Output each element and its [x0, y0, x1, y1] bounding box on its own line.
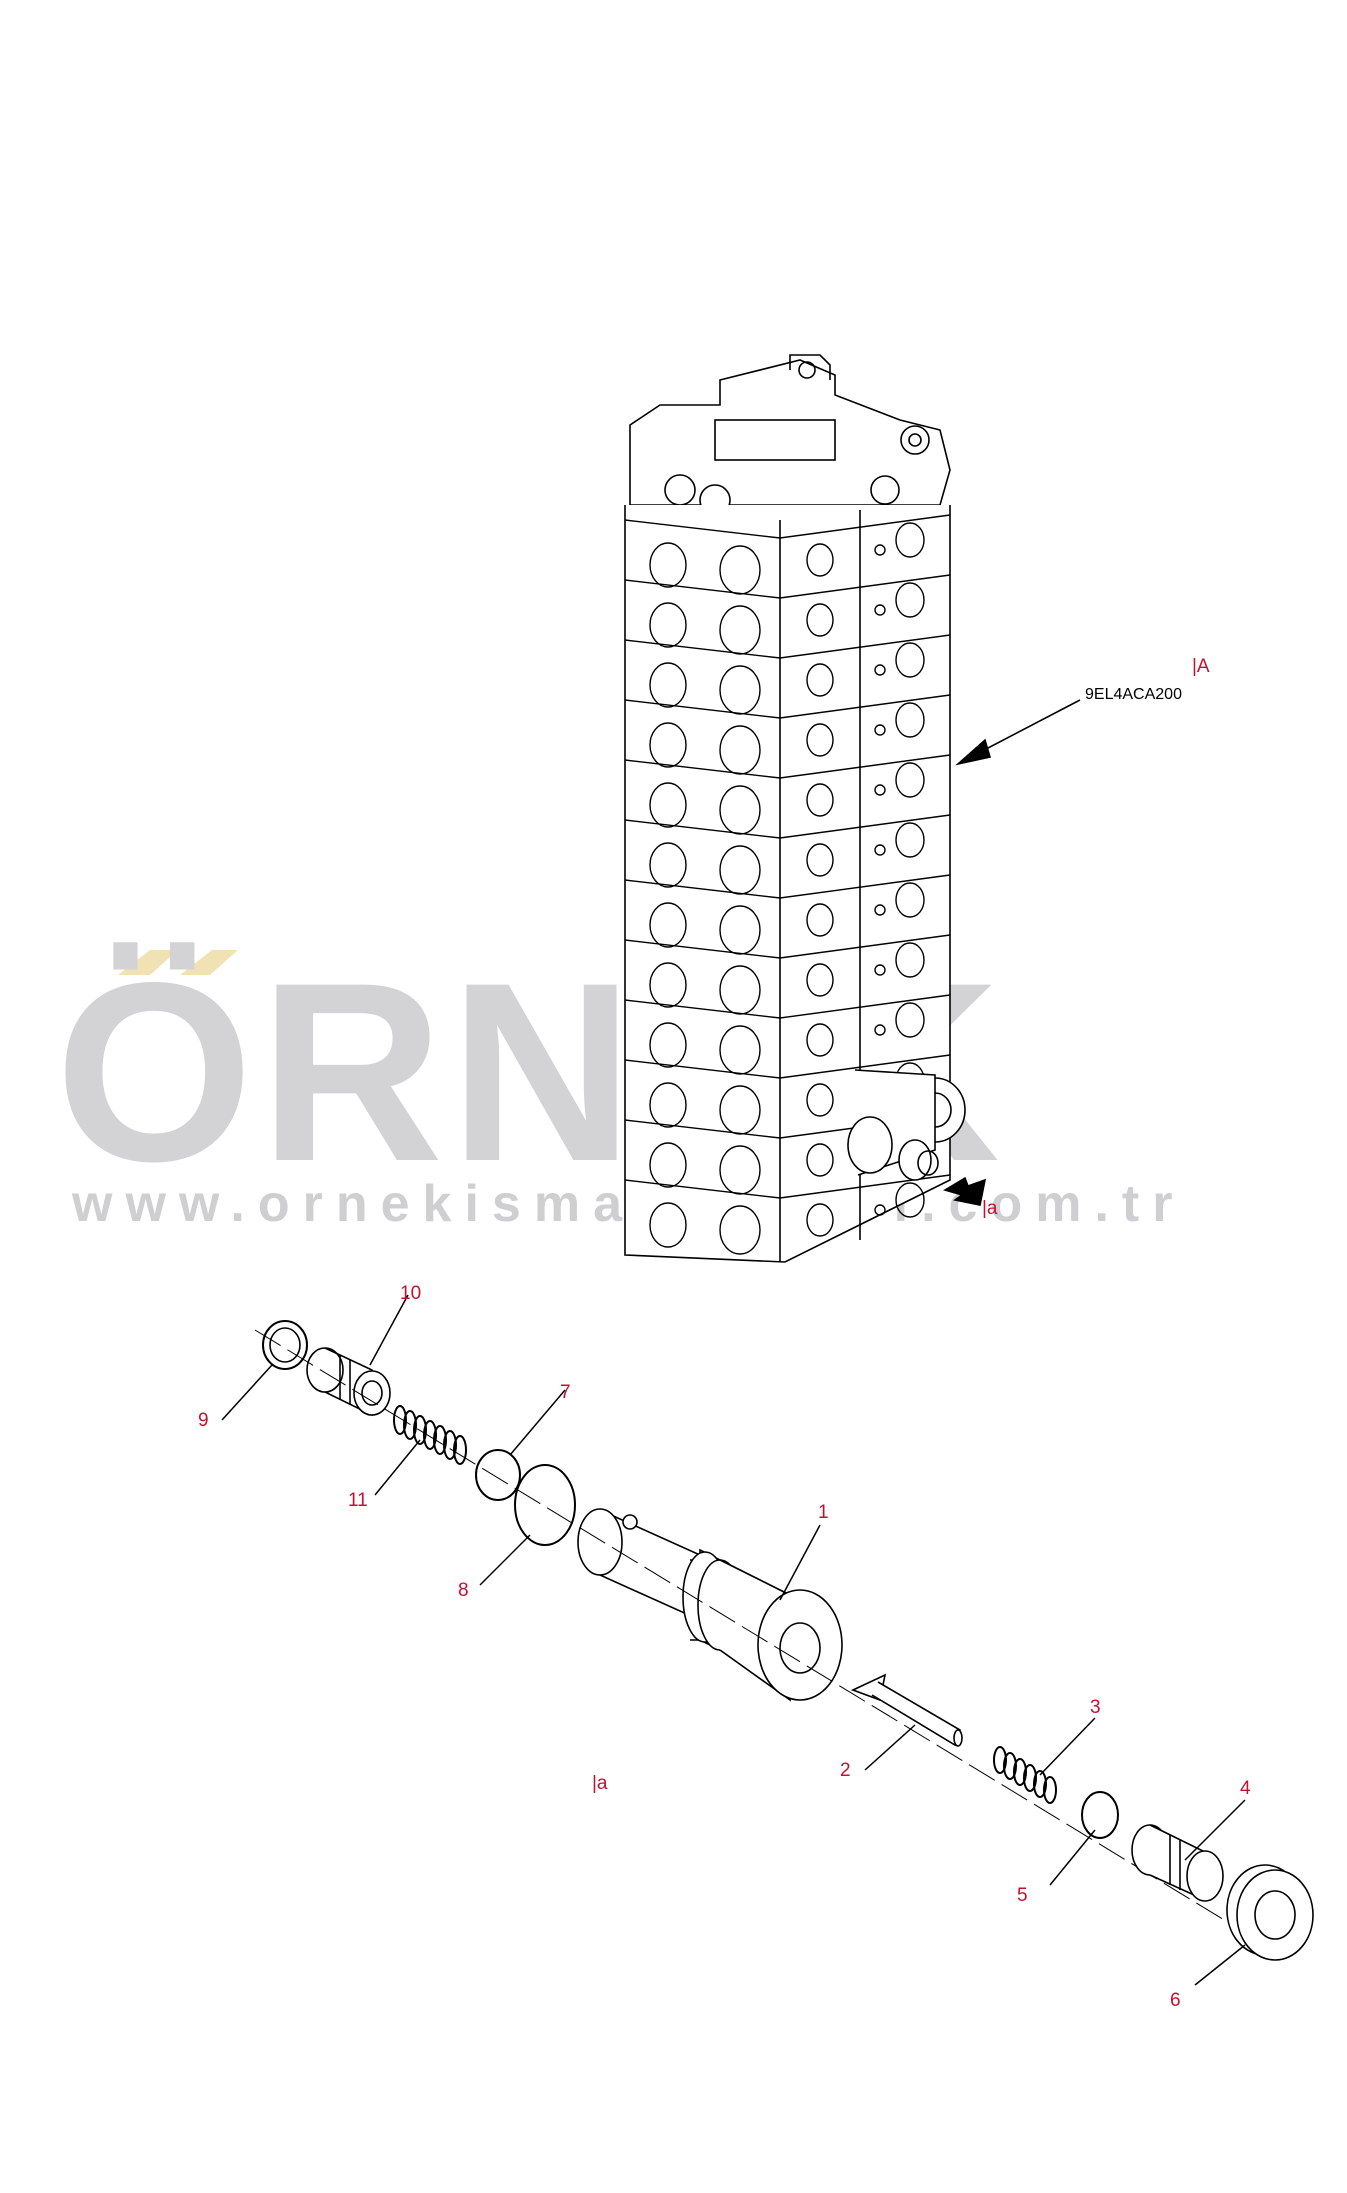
leader-lines — [221, 1294, 1246, 1986]
port-hole — [649, 1202, 687, 1248]
port-hole — [649, 842, 687, 888]
port-hole — [649, 602, 687, 648]
bolt-hole — [874, 784, 886, 796]
part-11-spring — [393, 1405, 467, 1465]
callout-5: 5 — [1017, 1885, 1028, 1906]
block-section-line — [624, 634, 951, 659]
bolt-hole — [874, 664, 886, 676]
part-8-oring — [514, 1464, 576, 1546]
port-hole — [806, 783, 834, 817]
section-a-code: 9EL4ACA200 — [1085, 686, 1182, 703]
port-hole — [895, 762, 925, 798]
view-a-label-upper: |a — [982, 1198, 998, 1219]
bolt-hole — [874, 964, 886, 976]
bolt-hole — [874, 1024, 886, 1036]
port-hole — [719, 1205, 761, 1255]
section-a-label: |A — [1192, 656, 1210, 677]
callout-3: 3 — [1090, 1697, 1101, 1718]
part-4-plug — [1131, 1824, 1224, 1902]
port-hole — [895, 642, 925, 678]
port-hole — [806, 843, 834, 877]
block-section-line — [624, 1174, 951, 1199]
part-6-nut — [1226, 1864, 1314, 1961]
port-hole — [895, 522, 925, 558]
port-hole — [806, 1083, 834, 1117]
callout-2: 2 — [840, 1760, 851, 1781]
part-9-ring — [262, 1320, 308, 1370]
port-hole — [806, 1203, 834, 1237]
part-10-sleeve — [306, 1347, 391, 1417]
block-section-line — [624, 754, 951, 779]
port-hole — [895, 1182, 925, 1218]
block-section-line — [624, 814, 951, 839]
port-hole — [649, 542, 687, 588]
callout-7: 7 — [560, 1382, 571, 1403]
port-hole — [806, 963, 834, 997]
callout-8: 8 — [458, 1580, 469, 1601]
port-hole — [895, 702, 925, 738]
block-section-line — [624, 934, 951, 959]
port-hole — [895, 822, 925, 858]
part-5-oring — [1081, 1791, 1119, 1839]
callout-9: 9 — [198, 1410, 209, 1431]
port-hole — [895, 1002, 925, 1038]
view-a-label-lower: |a — [592, 1773, 608, 1794]
block-section-line — [624, 1054, 951, 1079]
port-hole — [895, 942, 925, 978]
callout-10: 10 — [400, 1283, 422, 1304]
port-hole — [649, 662, 687, 708]
bolt-hole — [874, 604, 886, 616]
port-hole — [649, 722, 687, 768]
part-3-spring — [993, 1746, 1057, 1804]
block-section-line — [624, 694, 951, 719]
port-hole — [649, 902, 687, 948]
port-hole — [895, 582, 925, 618]
port-hole — [649, 962, 687, 1008]
bolt-hole — [874, 844, 886, 856]
block-section-line — [624, 874, 951, 899]
callout-4: 4 — [1240, 1778, 1251, 1799]
port-hole — [806, 1023, 834, 1057]
port-hole — [806, 903, 834, 937]
bolt-hole — [874, 904, 886, 916]
port-hole — [806, 663, 834, 697]
block-section-line — [624, 574, 951, 599]
callout-6: 6 — [1170, 1990, 1181, 2011]
port-hole — [895, 882, 925, 918]
bolt-hole — [874, 1204, 886, 1216]
port-hole — [806, 723, 834, 757]
part-1-body — [577, 1508, 843, 1702]
part-2-pin — [850, 1673, 963, 1747]
watermark-url: www.ornekismakinalari.com.tr — [72, 1178, 1185, 1230]
port-hole — [806, 603, 834, 637]
port-hole — [649, 1082, 687, 1128]
port-hole — [806, 1143, 834, 1177]
block-section-line — [624, 994, 951, 1019]
port-hole — [806, 543, 834, 577]
callout-1: 1 — [818, 1502, 829, 1523]
bolt-hole — [874, 544, 886, 556]
port-hole — [649, 1142, 687, 1188]
block-section-line — [624, 514, 951, 539]
callout-11: 11 — [348, 1490, 368, 1511]
port-hole — [649, 782, 687, 828]
bolt-hole — [874, 724, 886, 736]
port-hole — [649, 1022, 687, 1068]
part-7-oring — [475, 1449, 521, 1501]
